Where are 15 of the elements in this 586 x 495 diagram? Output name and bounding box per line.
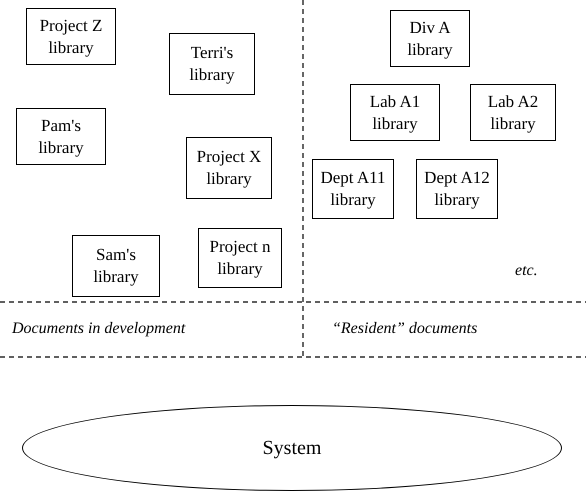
library-box: Sam's library xyxy=(72,235,160,297)
library-box: Terri's library xyxy=(169,33,255,95)
library-box: Dept A12 library xyxy=(416,159,498,219)
library-box: Dept A11 library xyxy=(312,159,394,219)
library-box: Div A library xyxy=(390,10,470,67)
section-label: “Resident” documents xyxy=(332,320,478,338)
note-text: etc. xyxy=(515,262,538,280)
section-label: Documents in development xyxy=(12,320,186,338)
library-box: Project X library xyxy=(186,137,272,199)
library-box: Project Z library xyxy=(26,8,116,65)
library-box: Project n library xyxy=(198,228,282,288)
system-ellipse: System xyxy=(22,405,562,491)
library-box: Lab A2 library xyxy=(470,84,556,141)
library-box: Lab A1 library xyxy=(350,84,440,141)
library-box: Pam's library xyxy=(16,108,106,165)
